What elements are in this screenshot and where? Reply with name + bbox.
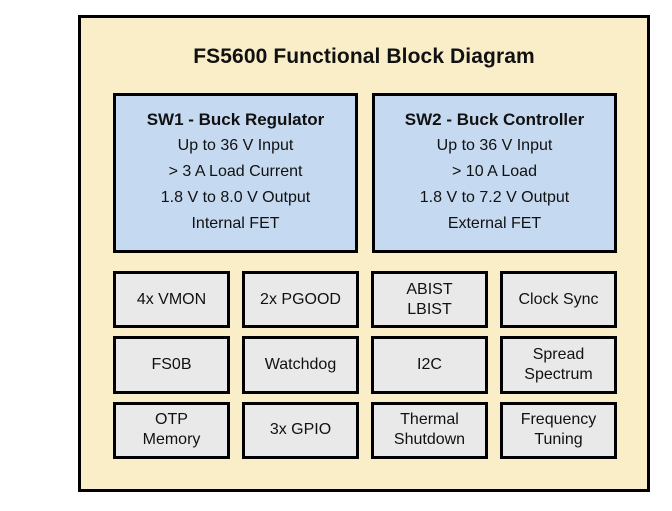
feature-block-pgood-line-1: 2x PGOOD (260, 290, 341, 308)
feature-block-clock-sync-line-1: Clock Sync (518, 290, 599, 308)
switcher-block-sw2-line-3: 1.8 V to 7.2 V Output (419, 189, 570, 207)
feature-block-thermal-shutdown: Thermal Shutdown (371, 401, 488, 459)
feature-block-abist-lbist-line-1: ABIST (406, 280, 453, 298)
switcher-block-sw2-line-4: External FET (447, 215, 542, 233)
feature-block-watchdog-line-1: Watchdog (264, 355, 337, 373)
feature-block-frequency-tuning: Frequency Tuning (500, 401, 617, 459)
switcher-block-sw2: SW2 - Buck Controller Up to 36 V Input >… (372, 93, 617, 253)
switcher-block-sw1: SW1 - Buck Regulator Up to 36 V Input > … (113, 93, 358, 253)
feature-block-grid: 4x VMON 2x PGOOD ABIST LBIST Clock Sync … (113, 271, 617, 459)
feature-block-frequency-tuning-line-2: Tuning (534, 431, 583, 449)
feature-block-gpio-line-1: 3x GPIO (269, 421, 332, 439)
switcher-block-sw1-line-2: > 3 A Load Current (168, 163, 303, 181)
switcher-block-sw2-line-2: > 10 A Load (452, 163, 537, 181)
feature-block-vmon: 4x VMON (113, 271, 230, 329)
switcher-block-sw1-line-1: Up to 36 V Input (177, 137, 294, 155)
feature-block-spread-spectrum: Spread Spectrum (500, 336, 617, 394)
feature-block-pgood: 2x PGOOD (242, 271, 359, 329)
switcher-block-sw1-line-3: 1.8 V to 8.0 V Output (160, 189, 311, 207)
feature-block-abist-lbist-line-2: LBIST (407, 300, 452, 318)
switcher-block-sw1-title: SW1 - Buck Regulator (146, 110, 325, 130)
feature-block-gpio: 3x GPIO (242, 401, 359, 459)
feature-block-otp-memory-line-1: OTP (155, 411, 188, 429)
page-title: FS5600 Functional Block Diagram (193, 45, 535, 68)
functional-block-diagram-frame: FS5600 Functional Block Diagram SW1 - Bu… (78, 15, 650, 492)
feature-block-watchdog: Watchdog (242, 336, 359, 394)
switcher-block-row: SW1 - Buck Regulator Up to 36 V Input > … (113, 93, 617, 253)
feature-block-otp-memory-line-2: Memory (142, 431, 201, 449)
feature-block-i2c: I2C (371, 336, 488, 394)
feature-block-spread-spectrum-line-1: Spread (532, 345, 585, 363)
feature-block-spread-spectrum-line-2: Spectrum (524, 365, 593, 383)
feature-block-i2c-line-1: I2C (417, 355, 442, 373)
switcher-block-sw1-line-4: Internal FET (191, 215, 280, 233)
feature-block-abist-lbist: ABIST LBIST (371, 271, 488, 329)
feature-block-thermal-shutdown-line-1: Thermal (400, 411, 459, 429)
switcher-block-sw2-title: SW2 - Buck Controller (404, 110, 585, 130)
feature-block-frequency-tuning-line-1: Frequency (520, 411, 597, 429)
feature-block-fs0b: FS0B (113, 336, 230, 394)
feature-block-otp-memory: OTP Memory (113, 401, 230, 459)
feature-block-clock-sync: Clock Sync (500, 271, 617, 329)
feature-block-thermal-shutdown-line-2: Shutdown (393, 431, 466, 449)
switcher-block-sw2-line-1: Up to 36 V Input (436, 137, 553, 155)
feature-block-vmon-line-1: 4x VMON (136, 290, 207, 308)
feature-block-fs0b-line-1: FS0B (151, 355, 192, 373)
